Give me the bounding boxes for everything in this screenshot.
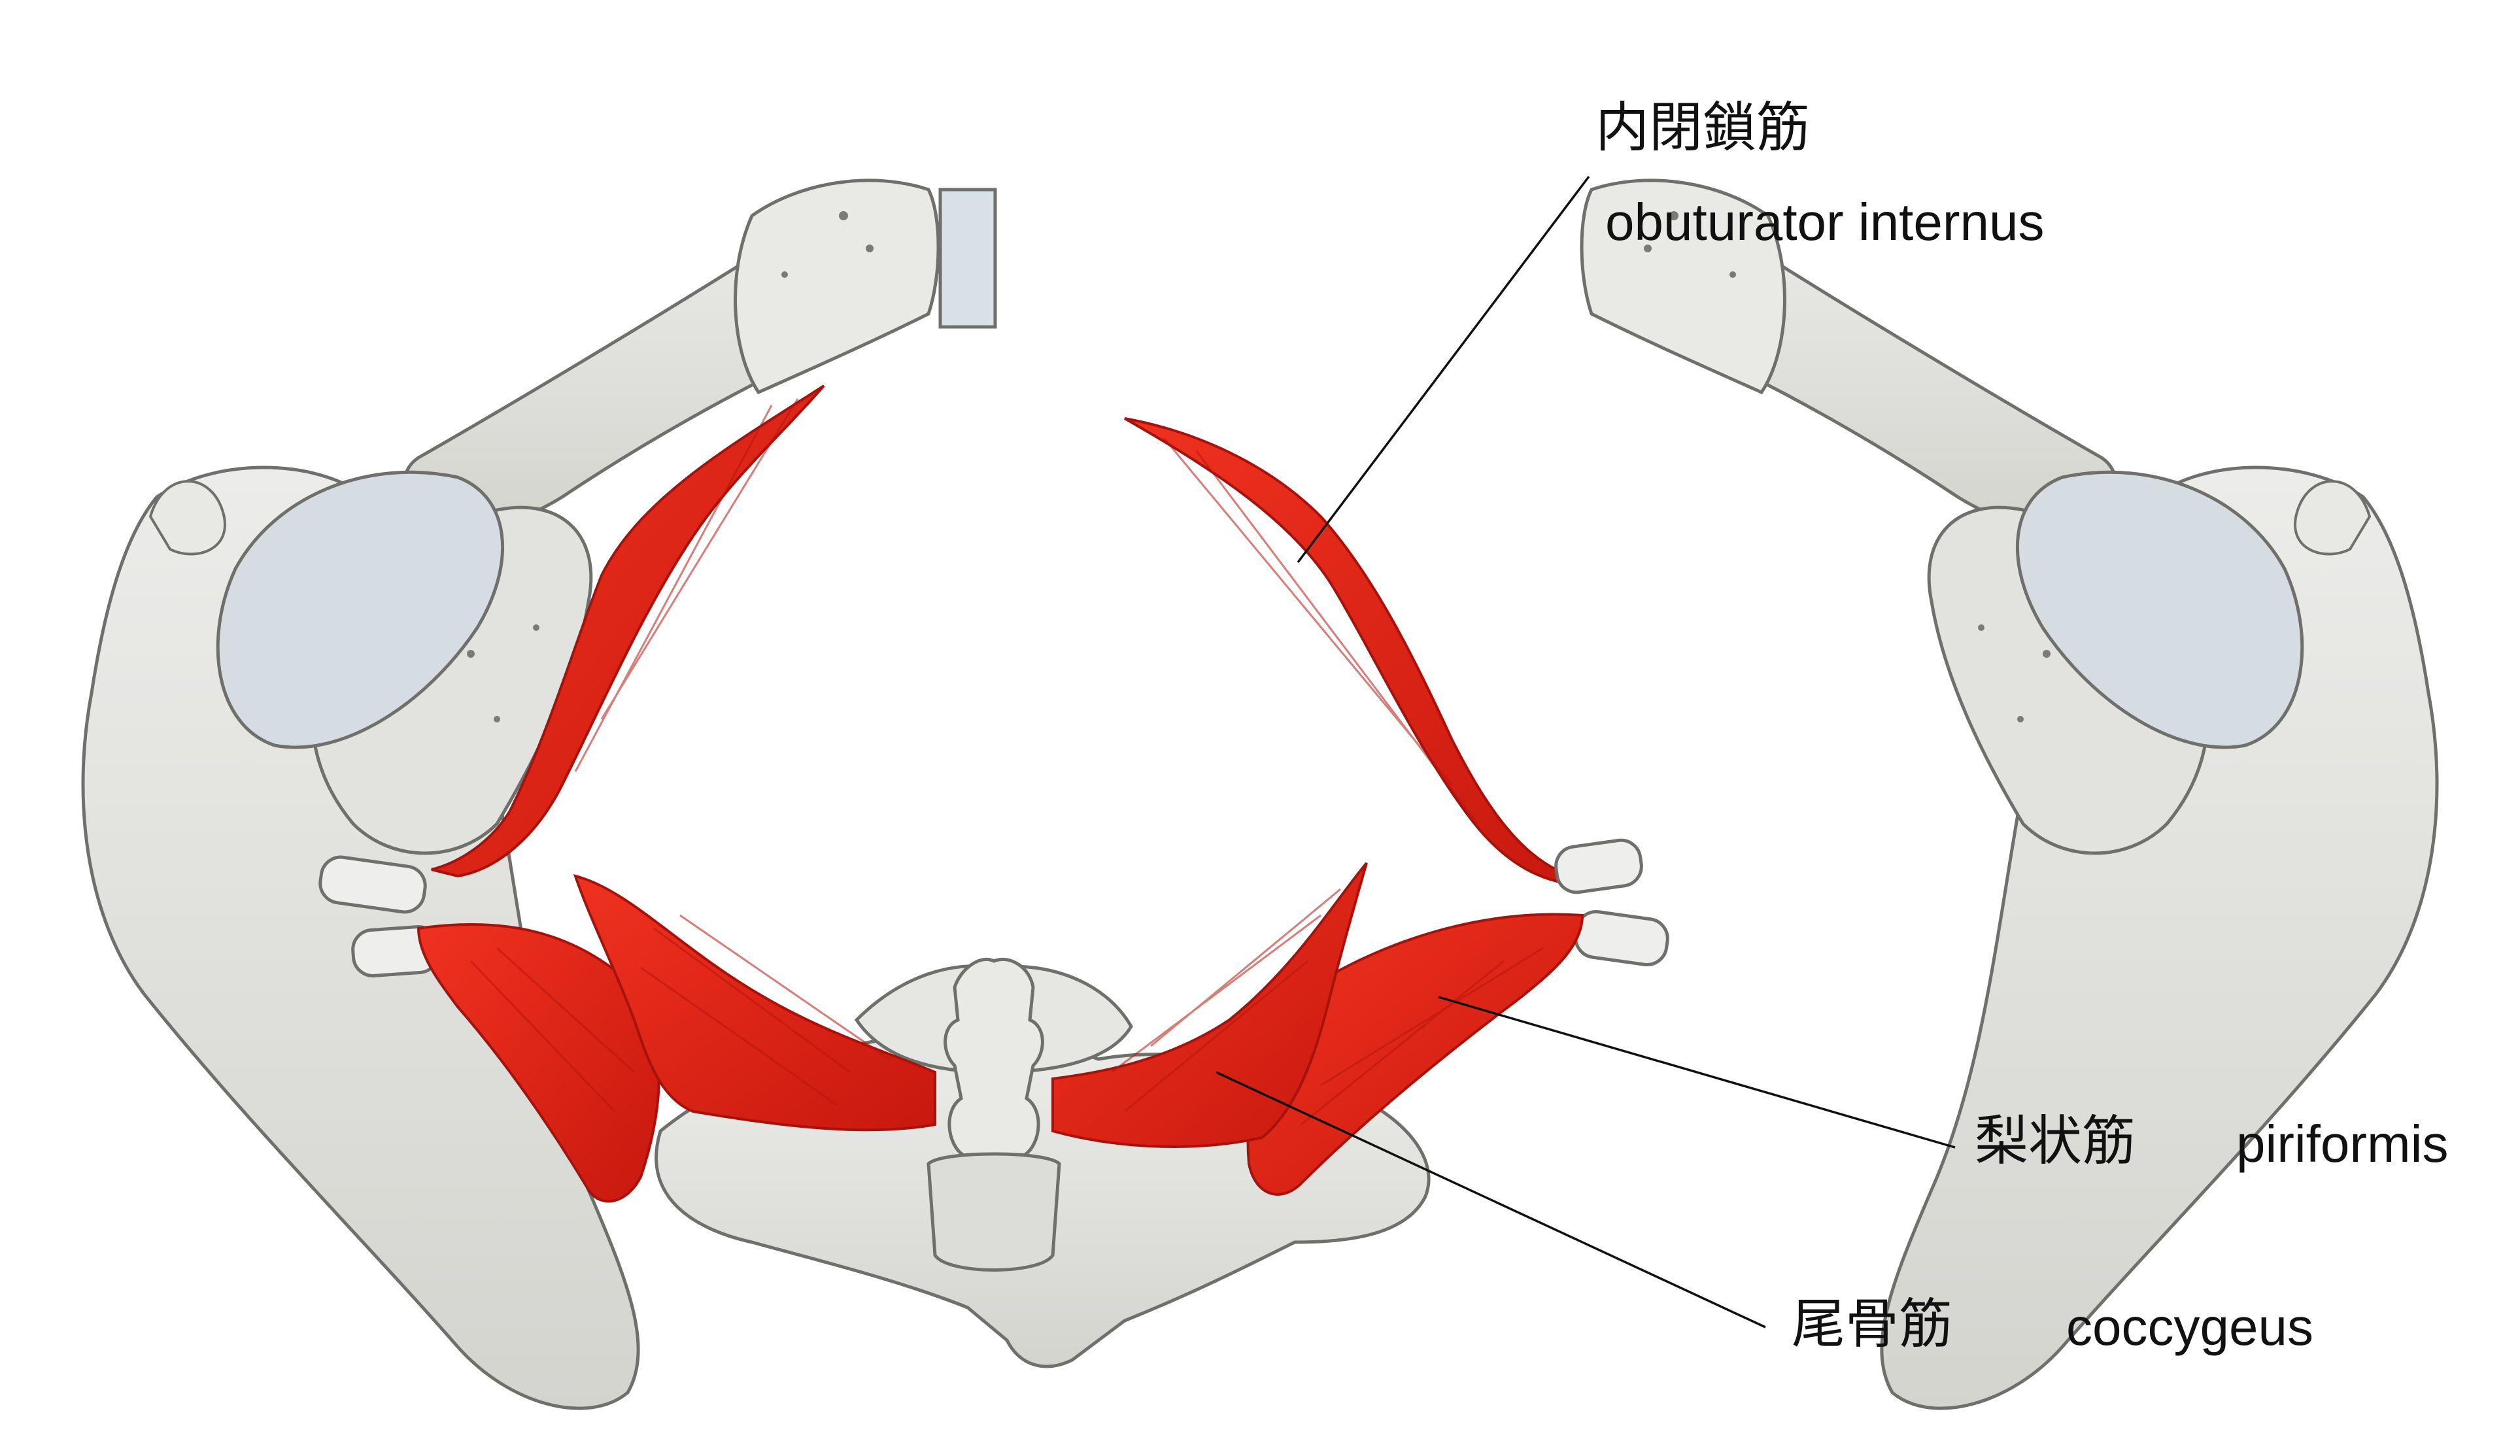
label-piriformis-jp: 梨状筋: [1975, 1110, 2136, 1172]
leader-lines: [1216, 175, 1956, 1329]
tendon-stub-upper-right: [1554, 838, 1643, 894]
bone-texture-dots: [467, 211, 2051, 722]
label-coccygeus-jp: 尾骨筋: [1792, 1293, 1953, 1355]
left-iliac-crest: [148, 480, 226, 556]
leader-line-obturator: [1297, 175, 1590, 564]
left-pubic-body: [734, 178, 940, 395]
obturator-internus-left: [431, 384, 825, 878]
tendon-stub-lower-right: [1574, 909, 1669, 967]
coccygeus-right: [1051, 862, 1368, 1148]
left-acetabulum: [216, 470, 505, 749]
pubic-symphysis: [938, 188, 997, 329]
right-acetabulum: [2015, 470, 2304, 749]
label-obturator-internus-en: obuturator internus: [1605, 193, 2045, 251]
muscle-fiber-lines: [469, 398, 1544, 1126]
label-obturator-internus-jp: 内閉鎖筋: [1595, 97, 1811, 159]
label-coccygeus-en: coccygeus: [2066, 1298, 2313, 1356]
leader-line-piriformis: [1438, 996, 1956, 1149]
leader-line-coccygeus: [1216, 1071, 1766, 1329]
right-pubic-body: [1580, 178, 1786, 395]
label-piriformis-en: piriformis: [2236, 1115, 2449, 1173]
tendon-stub-upper-left: [318, 855, 427, 914]
right-iliac-crest: [2294, 480, 2372, 556]
coccyx: [944, 957, 1044, 1159]
sacral-body: [927, 1152, 1061, 1272]
piriformis-left: [417, 923, 660, 1203]
